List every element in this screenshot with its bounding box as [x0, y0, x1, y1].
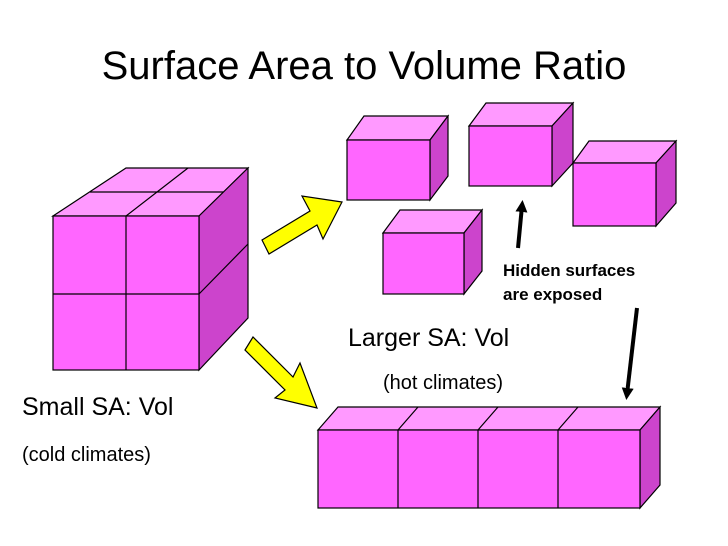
page-title: Surface Area to Volume Ratio [101, 44, 627, 88]
pointer-arrow-down [621, 307, 639, 400]
arrow-to-cube-row [244, 336, 318, 409]
hidden-surfaces-line-2: are exposed [503, 285, 603, 304]
hot-climates-label: (hot climates) [383, 372, 504, 394]
large-ratio-label: Larger SA: Vol [348, 324, 510, 352]
arrow-to-separated-cubes [261, 195, 343, 255]
small-ratio-label: Small SA: Vol [22, 393, 174, 421]
cube-row [316, 405, 662, 510]
small-cube-1 [345, 114, 450, 202]
pointer-arrow-up [515, 200, 528, 249]
small-cube-4 [381, 208, 484, 296]
hidden-surfaces-line-1: Hidden surfaces [503, 261, 636, 280]
small-cube-3 [571, 139, 678, 228]
cold-climates-label: (cold climates) [22, 444, 151, 466]
large-combined-cube [50, 166, 250, 372]
cube-row-front [317, 429, 641, 509]
small-cube-2 [467, 101, 575, 188]
hidden-surfaces-note: Hidden surfaces are exposed [503, 259, 635, 307]
cube-row-top [316, 406, 662, 431]
